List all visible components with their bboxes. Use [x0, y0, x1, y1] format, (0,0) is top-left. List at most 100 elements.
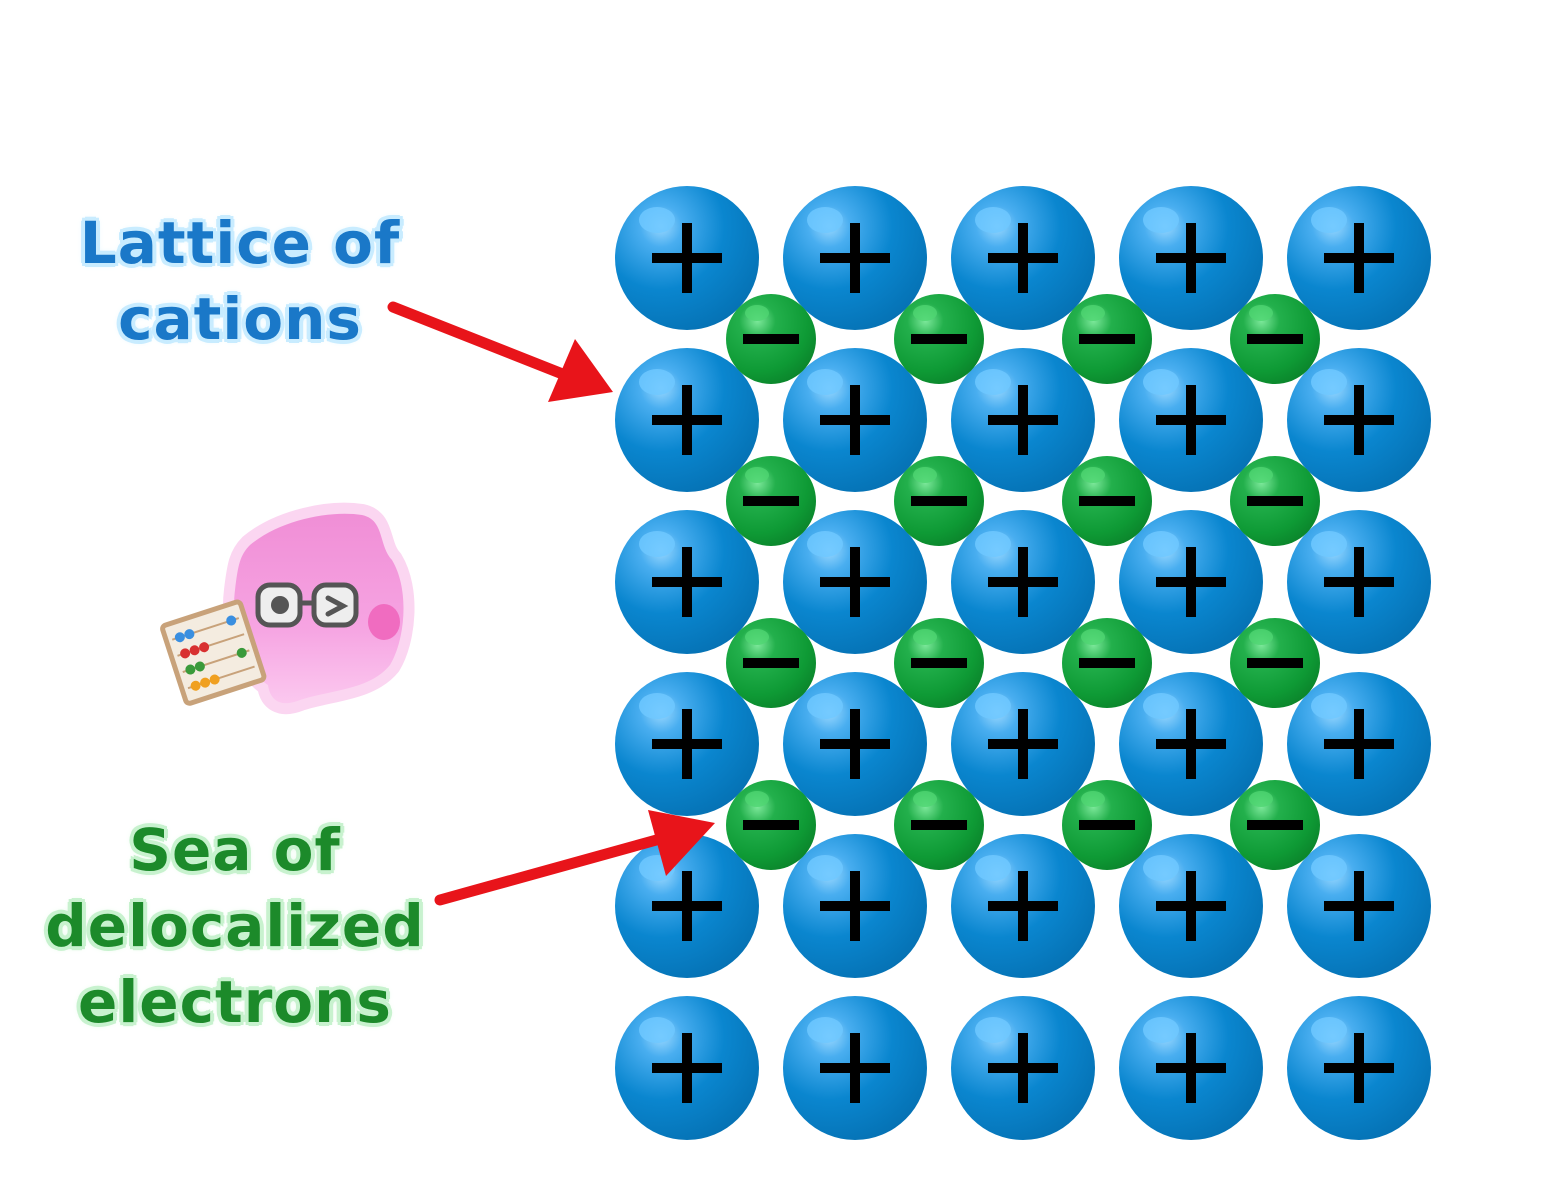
plus-icon [1156, 709, 1226, 779]
cation [951, 348, 1095, 492]
cation [615, 510, 759, 654]
electron [1062, 780, 1152, 870]
cation [1287, 186, 1431, 330]
lattice-of-cations-label: Lattice of cations [60, 205, 420, 357]
electron-highlight [1081, 467, 1105, 483]
cation-highlight [639, 693, 675, 719]
cation [1119, 186, 1263, 330]
cation [1119, 996, 1263, 1140]
cation [1119, 834, 1263, 978]
cation [1119, 672, 1263, 816]
plus-icon [988, 385, 1058, 455]
cation-highlight [1143, 369, 1179, 395]
sea-of-electrons-label: Sea of delocalized electrons [30, 812, 440, 1040]
cation-highlight [1311, 369, 1347, 395]
electron [1230, 618, 1320, 708]
plus-icon [820, 709, 890, 779]
plus-icon [1324, 385, 1394, 455]
arrow-to-cations [387, 301, 613, 402]
cation [1119, 348, 1263, 492]
label-line: Sea of [129, 816, 341, 884]
plus-icon [652, 547, 722, 617]
electron-highlight [745, 791, 769, 807]
electron-highlight [1081, 791, 1105, 807]
electron-highlight [1249, 467, 1273, 483]
cation-highlight [639, 369, 675, 395]
cation [1287, 348, 1431, 492]
cation [615, 186, 759, 330]
plus-icon [652, 1033, 722, 1103]
electron-highlight [1081, 629, 1105, 645]
cation [783, 672, 927, 816]
cation-highlight [807, 1017, 843, 1043]
cation-highlight [1311, 693, 1347, 719]
cation-highlight [975, 1017, 1011, 1043]
label-line: cations [118, 285, 362, 353]
cation-highlight [639, 1017, 675, 1043]
cation-highlight [975, 531, 1011, 557]
plus-icon [820, 223, 890, 293]
electron-highlight [745, 467, 769, 483]
plus-icon [1156, 1033, 1226, 1103]
cation [1119, 510, 1263, 654]
cation-highlight [975, 369, 1011, 395]
electron [726, 456, 816, 546]
electron-highlight [1249, 629, 1273, 645]
cation [615, 348, 759, 492]
electron [1230, 294, 1320, 384]
electron [894, 618, 984, 708]
plus-icon [820, 871, 890, 941]
cation [783, 510, 927, 654]
plus-icon [1324, 871, 1394, 941]
cation-highlight [807, 693, 843, 719]
cation [615, 834, 759, 978]
plus-icon [652, 385, 722, 455]
electron [1062, 294, 1152, 384]
cation [1287, 510, 1431, 654]
cation-highlight [807, 369, 843, 395]
label-line: Lattice of [79, 209, 401, 277]
cation-highlight [807, 855, 843, 881]
plus-icon [1324, 223, 1394, 293]
electron [726, 780, 816, 870]
electron [894, 780, 984, 870]
cation-highlight [975, 207, 1011, 233]
electron-highlight [913, 791, 937, 807]
plus-icon [1324, 1033, 1394, 1103]
electron [894, 294, 984, 384]
cation [951, 510, 1095, 654]
electron-sea [726, 294, 1320, 870]
plus-icon [652, 709, 722, 779]
plus-icon [1156, 385, 1226, 455]
label-line: delocalized [45, 892, 425, 960]
electron [1062, 456, 1152, 546]
electron-highlight [1249, 305, 1273, 321]
cation-highlight [1143, 693, 1179, 719]
cation-highlight [1143, 207, 1179, 233]
cation [783, 834, 927, 978]
electron-highlight [913, 467, 937, 483]
plus-icon [652, 871, 722, 941]
cation-highlight [975, 693, 1011, 719]
plus-icon [1156, 547, 1226, 617]
electron [726, 618, 816, 708]
electron-highlight [745, 305, 769, 321]
plus-icon [1324, 547, 1394, 617]
cation-highlight [1143, 1017, 1179, 1043]
cation [783, 996, 927, 1140]
electron-highlight [1249, 791, 1273, 807]
cation [615, 672, 759, 816]
plus-icon [988, 709, 1058, 779]
cation [615, 996, 759, 1140]
cation-highlight [975, 855, 1011, 881]
cation-highlight [1311, 855, 1347, 881]
plus-icon [988, 871, 1058, 941]
plus-icon [820, 385, 890, 455]
cation [783, 186, 927, 330]
cation-highlight [1311, 1017, 1347, 1043]
cation-highlight [1143, 531, 1179, 557]
cation-highlight [639, 531, 675, 557]
plus-icon [1324, 709, 1394, 779]
plus-icon [1156, 223, 1226, 293]
